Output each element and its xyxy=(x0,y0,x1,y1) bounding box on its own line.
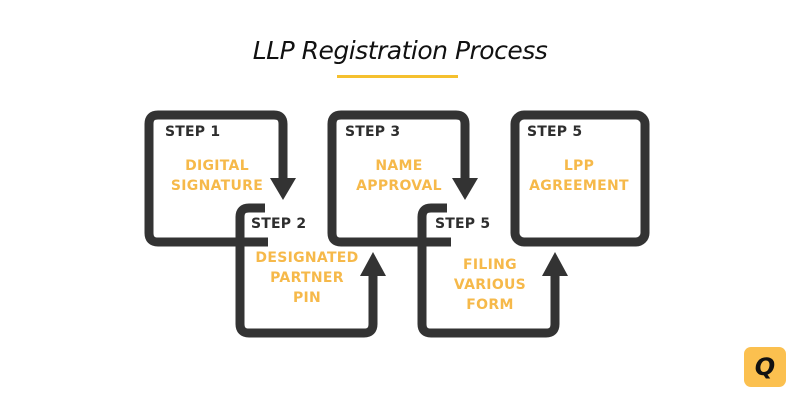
step-3-label: STEP 3 xyxy=(345,124,401,140)
step-2-line: DESIGNATED xyxy=(255,250,359,266)
page-title: LLP Registration Process xyxy=(252,36,548,65)
step-2-text: DESIGNATED PARTNER PIN xyxy=(242,248,372,308)
step-4-frame xyxy=(417,203,560,338)
step-1-line: DIGITAL xyxy=(185,158,249,174)
step-3-text: NAME APPROVAL xyxy=(334,156,464,196)
brand-logo-icon: Q xyxy=(744,347,786,387)
step-4-line: FORM xyxy=(466,297,514,313)
step-5-frame xyxy=(510,110,650,247)
step-3-line: NAME xyxy=(375,158,423,174)
step-1-frame xyxy=(144,110,288,247)
step-2-frame xyxy=(235,203,378,338)
arrow-down-icon xyxy=(270,178,296,200)
step-2-label: STEP 2 xyxy=(251,216,307,232)
step-5-line: AGREEMENT xyxy=(529,178,629,194)
step-3-line: APPROVAL xyxy=(356,178,442,194)
logo-letter: Q xyxy=(754,353,776,381)
step-4-line: VARIOUS xyxy=(453,277,527,293)
step-1-label: STEP 1 xyxy=(165,124,221,140)
title-underline xyxy=(337,75,458,78)
step-5-label: STEP 5 xyxy=(527,124,583,140)
step-5-line: LPP xyxy=(563,158,595,174)
arrow-up-icon xyxy=(360,252,386,276)
step-4-line: FILING xyxy=(463,257,517,273)
step-2-line: PARTNER xyxy=(270,270,344,286)
step-2-line: PIN xyxy=(292,290,322,306)
arrow-down-icon xyxy=(452,178,478,200)
step-1-line: SIGNATURE xyxy=(170,178,264,194)
step-4-label: STEP 5 xyxy=(435,216,491,232)
step-3-frame xyxy=(327,110,470,247)
step-4-text: FILING VARIOUS FORM xyxy=(425,255,555,315)
step-5-text: LPP AGREEMENT xyxy=(514,156,644,196)
step-1-text: DIGITAL SIGNATURE xyxy=(152,156,282,196)
arrow-up-icon xyxy=(542,252,568,276)
